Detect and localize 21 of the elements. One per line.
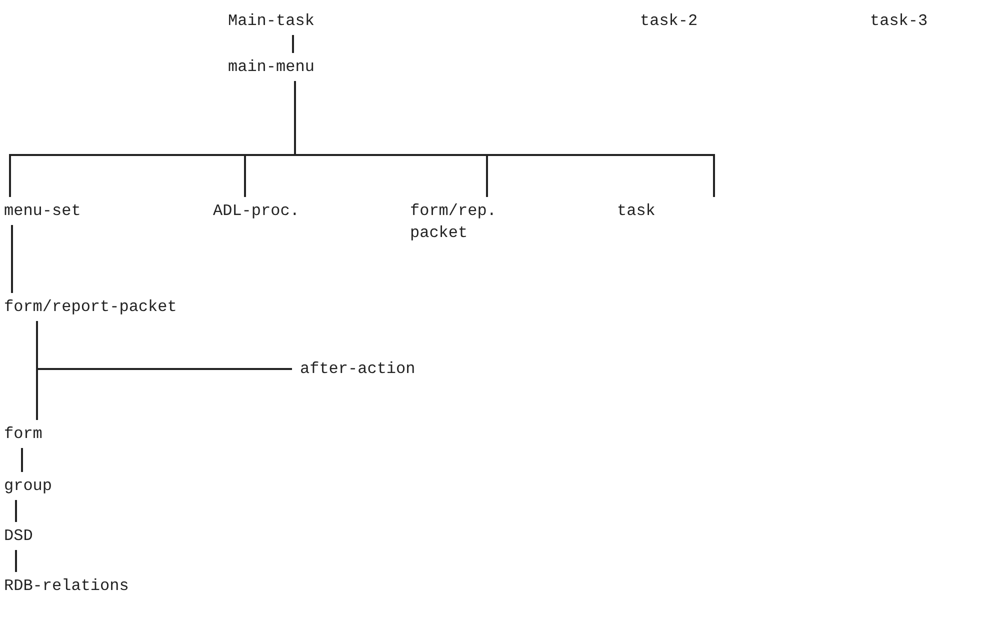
connector-line (11, 225, 13, 293)
node-label: ADL-proc. (213, 201, 300, 222)
node-label: main-menu (228, 57, 314, 78)
connector-line (36, 321, 38, 420)
connector-line (15, 500, 17, 522)
connector-line (15, 550, 17, 572)
node-label: form/report-packet (4, 297, 177, 318)
node-label: after-action (300, 359, 416, 380)
node-label: task-2 (640, 11, 698, 32)
node-label: group (4, 476, 52, 497)
node-label: menu-set (4, 201, 81, 222)
connector-line (21, 448, 23, 472)
node-label: DSD (4, 526, 33, 547)
node-label: RDB-relations (4, 576, 129, 597)
node-label: form/rep. packet (410, 201, 498, 244)
connector-line (294, 81, 715, 197)
node-label: task (617, 201, 656, 222)
node-label: Main-task (228, 11, 314, 32)
node-label: form (4, 424, 42, 445)
connector-line (292, 35, 294, 53)
node-label: task-3 (870, 11, 928, 32)
